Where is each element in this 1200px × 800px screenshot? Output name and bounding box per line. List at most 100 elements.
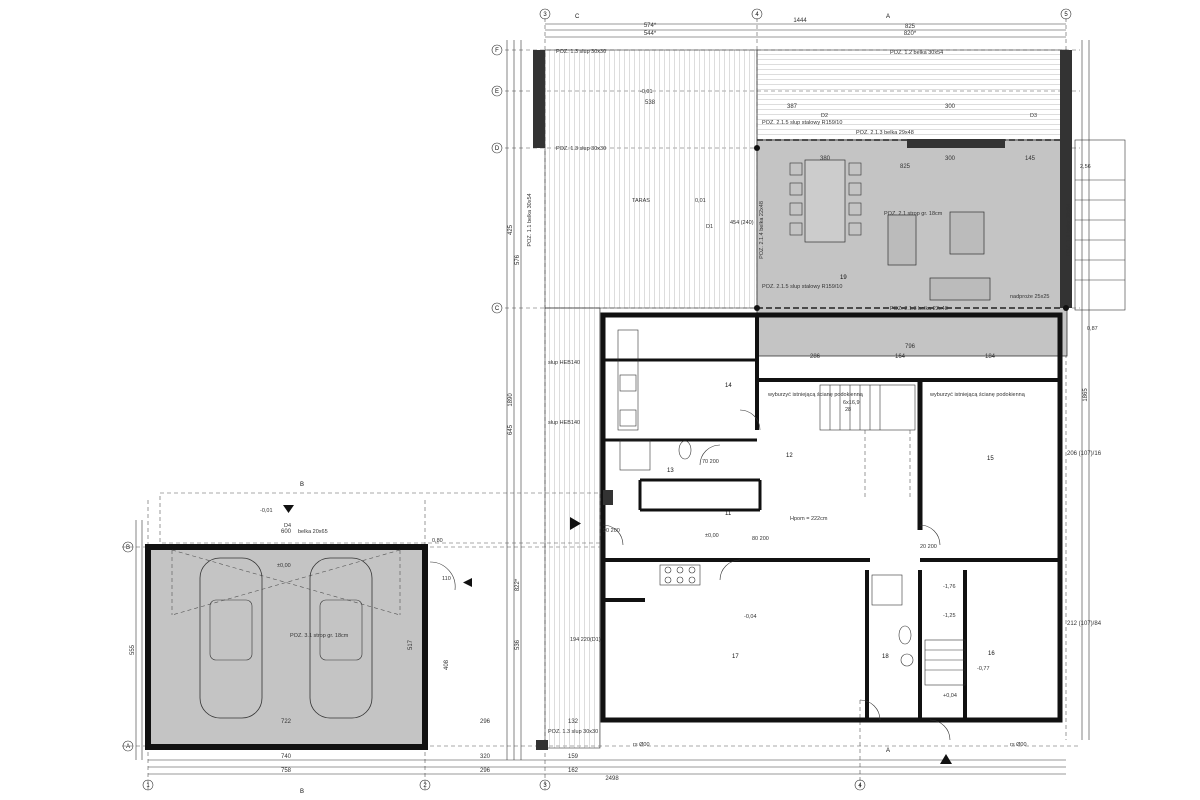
house-walls bbox=[600, 312, 1063, 723]
svg-text:145: 145 bbox=[1025, 156, 1036, 162]
terrace-deck bbox=[544, 49, 1068, 749]
svg-text:3: 3 bbox=[543, 783, 547, 789]
svg-text:±0,00: ±0,00 bbox=[277, 563, 291, 569]
svg-text:3: 3 bbox=[543, 12, 547, 18]
svg-text:600: 600 bbox=[281, 529, 292, 535]
svg-text:28: 28 bbox=[845, 407, 851, 413]
axis-left-c: C bbox=[491, 302, 503, 314]
svg-text:F: F bbox=[495, 48, 499, 54]
axis-left-f: F bbox=[491, 44, 503, 56]
svg-text:825: 825 bbox=[905, 24, 916, 30]
svg-text:D2: D2 bbox=[821, 113, 828, 119]
svg-text:820*: 820* bbox=[904, 31, 917, 37]
svg-text:rs Ø00: rs Ø00 bbox=[1010, 742, 1027, 748]
svg-text:162: 162 bbox=[568, 768, 579, 774]
svg-text:POZ. 2.1 strop gr. 18cm: POZ. 2.1 strop gr. 18cm bbox=[884, 211, 943, 217]
svg-text:159: 159 bbox=[568, 754, 579, 760]
svg-text:536: 536 bbox=[515, 639, 521, 650]
svg-text:822*: 822* bbox=[515, 578, 521, 591]
svg-text:wyburzyć istniejącą ścianę pod: wyburzyć istniejącą ścianę podokienną bbox=[767, 392, 864, 398]
svg-text:796: 796 bbox=[905, 344, 916, 350]
svg-text:722: 722 bbox=[281, 719, 292, 725]
svg-text:212 (107)/84: 212 (107)/84 bbox=[1067, 621, 1102, 627]
svg-text:387: 387 bbox=[787, 104, 798, 110]
svg-text:1: 1 bbox=[146, 783, 150, 789]
axis-left-e: E bbox=[491, 85, 503, 97]
garage bbox=[145, 492, 601, 750]
svg-text:80 200: 80 200 bbox=[752, 536, 769, 542]
staircase-main bbox=[819, 384, 916, 500]
svg-text:425: 425 bbox=[508, 224, 514, 235]
svg-text:-0,77: -0,77 bbox=[977, 666, 990, 672]
svg-text:555: 555 bbox=[130, 644, 136, 655]
washbasin bbox=[900, 653, 914, 667]
axis-top-5: 5 bbox=[1060, 8, 1072, 20]
svg-text:0,87: 0,87 bbox=[1087, 326, 1098, 332]
kitchen-counter bbox=[617, 329, 639, 431]
axis-bottom-2: 2 bbox=[419, 779, 431, 791]
shower-tray bbox=[871, 574, 903, 606]
sofa bbox=[887, 214, 991, 301]
staircase-side bbox=[924, 639, 966, 686]
room-11: 11 bbox=[725, 511, 732, 517]
axis-bottom-4: 4 bbox=[854, 779, 866, 791]
svg-text:POZ. 1.1 belka 30x54: POZ. 1.1 belka 30x54 bbox=[1066, 203, 1072, 256]
svg-text:70 200: 70 200 bbox=[702, 459, 719, 465]
steel-beam-top bbox=[907, 139, 1005, 148]
svg-text:300: 300 bbox=[945, 104, 956, 110]
svg-text:±0,00: ±0,00 bbox=[705, 533, 719, 539]
terrace-label: TARAS bbox=[632, 198, 650, 204]
room-13: 13 bbox=[667, 468, 674, 474]
svg-text:517: 517 bbox=[408, 639, 414, 650]
room-height-label: Hpom = 222cm bbox=[790, 516, 828, 522]
svg-text:-0,04: -0,04 bbox=[744, 614, 757, 620]
svg-text:2498: 2498 bbox=[605, 776, 619, 782]
svg-text:132: 132 bbox=[568, 719, 579, 725]
section-arrows bbox=[283, 505, 952, 764]
axis-left-d: D bbox=[491, 142, 503, 154]
svg-text:5: 5 bbox=[1064, 12, 1068, 18]
room-17: 17 bbox=[732, 654, 739, 660]
svg-text:POZ. 1.1 belka 30x54: POZ. 1.1 belka 30x54 bbox=[527, 193, 533, 246]
structural-columns bbox=[533, 50, 1072, 750]
svg-text:POZ. 1.3 slup 30x30: POZ. 1.3 slup 30x30 bbox=[556, 146, 606, 152]
svg-text:POZ. 2.1.5 slup stalowy R159/1: POZ. 2.1.5 slup stalowy R159/10 bbox=[762, 120, 842, 126]
svg-text:408: 408 bbox=[444, 659, 450, 670]
svg-text:90 200: 90 200 bbox=[603, 528, 620, 534]
svg-text:belka 20x65: belka 20x65 bbox=[298, 529, 328, 535]
svg-text:296: 296 bbox=[480, 719, 491, 725]
svg-text:0,01: 0,01 bbox=[695, 198, 706, 204]
svg-text:POZ. 2.1.3 belka 22x48: POZ. 2.1.3 belka 22x48 bbox=[890, 306, 948, 312]
staircase-exterior bbox=[1074, 139, 1126, 311]
svg-text:1865: 1865 bbox=[1083, 388, 1089, 402]
svg-text:2: 2 bbox=[423, 783, 427, 789]
svg-text:POZ. 2.1.3 belka 29x48: POZ. 2.1.3 belka 29x48 bbox=[856, 130, 914, 136]
svg-text:D3: D3 bbox=[1030, 113, 1037, 119]
svg-text:6x16,9: 6x16,9 bbox=[843, 400, 860, 406]
svg-text:słup HEB140: słup HEB140 bbox=[548, 360, 580, 366]
section-mark-b-top: B bbox=[300, 482, 304, 488]
dimension-texts: 574* 1444 825 544* 820* 538 387 300 380 … bbox=[130, 18, 1102, 782]
svg-text:4: 4 bbox=[858, 783, 862, 789]
svg-text:wyburzyć istniejącą ścianę pod: wyburzyć istniejącą ścianę podokienną bbox=[929, 392, 1026, 398]
section-mark-b-bottom: B bbox=[300, 789, 304, 795]
dining-table bbox=[789, 159, 862, 243]
room-19: 19 bbox=[840, 275, 847, 281]
axis-labels: 3 4 5 1 2 3 4 F bbox=[122, 8, 1072, 795]
axis-top-3: 3 bbox=[539, 8, 551, 20]
svg-text:740: 740 bbox=[281, 754, 292, 760]
svg-text:296: 296 bbox=[480, 768, 491, 774]
toilet-ground bbox=[678, 440, 692, 460]
svg-text:POZ. 1.2 belka 30x54: POZ. 1.2 belka 30x54 bbox=[890, 50, 943, 56]
svg-text:758: 758 bbox=[281, 768, 292, 774]
svg-text:574*: 574* bbox=[644, 23, 657, 29]
boiler-unit bbox=[619, 439, 651, 471]
svg-text:POZ. 3.1 strop gr. 18cm: POZ. 3.1 strop gr. 18cm bbox=[290, 633, 349, 639]
axis-top-4: 4 bbox=[751, 8, 763, 20]
svg-text:110: 110 bbox=[442, 576, 451, 582]
axis-left-a: A bbox=[122, 740, 134, 752]
svg-text:słup HEB140: słup HEB140 bbox=[548, 420, 580, 426]
svg-text:645: 645 bbox=[508, 424, 514, 435]
room-12: 12 bbox=[786, 453, 793, 459]
